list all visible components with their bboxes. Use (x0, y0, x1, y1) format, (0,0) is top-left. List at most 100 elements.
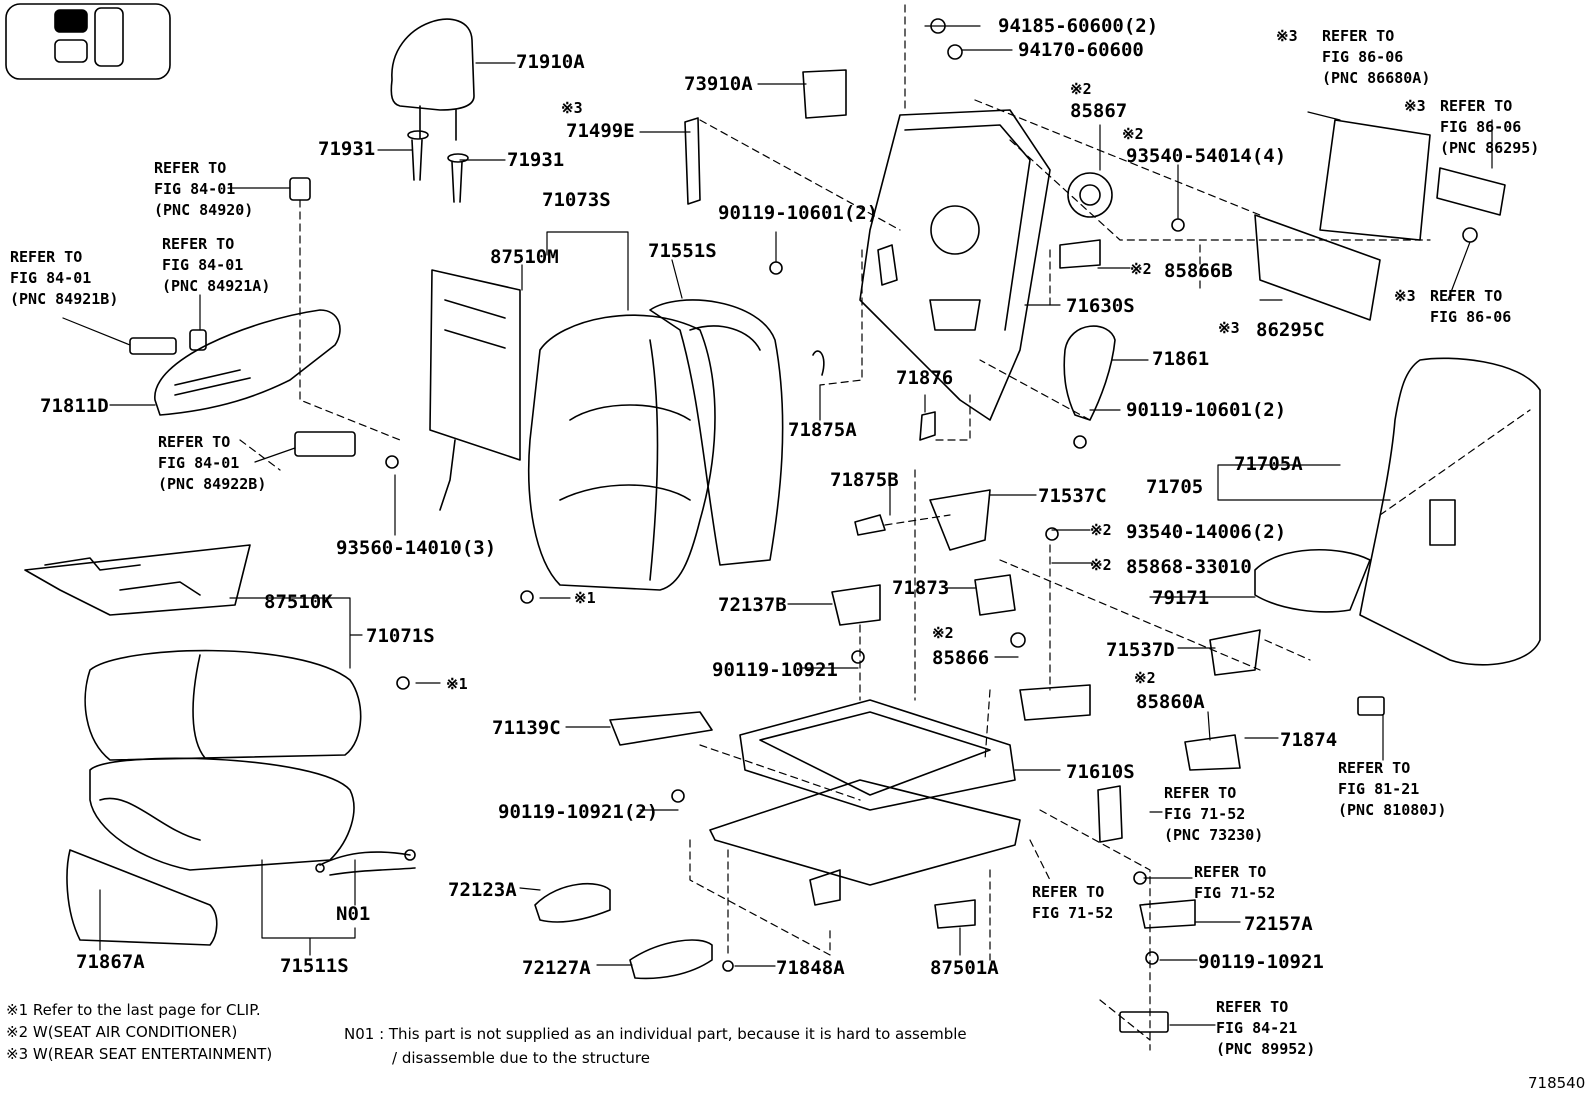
part-label-72123a: 72123A (448, 879, 517, 901)
part-label-71848a: 71848A (776, 957, 845, 979)
part-label-71537c: 71537C (1038, 485, 1107, 507)
leader-lines (62, 25, 1493, 1026)
bracket-71499E (684, 117, 701, 205)
part-label-85860a: 85860A (1136, 691, 1205, 713)
part-label-94185: 94185-60600(2) (998, 15, 1159, 37)
belt-buckle (1097, 785, 1123, 843)
figure-number: 718540 (1528, 1074, 1586, 1092)
note-n01-line1: N01 : This part is not supplied as an in… (344, 1025, 967, 1043)
refer-r-81080j-line1: REFER TO (1338, 759, 1411, 777)
seat-cushion-pad (89, 757, 355, 871)
note-mark-m1-b: ※1 (446, 675, 468, 693)
refer-r-73230-line2: FIG 71-52 (1164, 805, 1246, 823)
refer-r-7152b-line2: FIG 71-52 (1194, 884, 1276, 902)
part-label-90119_10601_2_a: 90119-10601(2) (718, 202, 879, 224)
refer-r-84921a-line1: REFER TO (162, 235, 235, 253)
note-mark-m3-refer-8606: ※3 (1394, 287, 1416, 305)
part-label-71499e: 71499E (566, 120, 635, 142)
refer-r-84920-line1: REFER TO (154, 159, 227, 177)
refer-r-8606-line1: REFER TO (1430, 287, 1503, 305)
seat-position-icon (5, 3, 171, 80)
bracket-72137B (831, 584, 881, 626)
part-label-94170: 94170-60600 (1018, 39, 1144, 61)
part-label-93540_54014: 93540-54014(4) (1126, 145, 1287, 167)
part-label-71073s: 71073S (542, 189, 611, 211)
connector-81080J (1357, 696, 1385, 716)
part-label-71139c: 71139C (492, 717, 561, 739)
motor-87501A (934, 899, 976, 929)
bracket-71537C (929, 489, 991, 551)
part-label-71874: 71874 (1280, 729, 1338, 751)
refer-r-84920-line2: FIG 84-01 (154, 180, 236, 198)
side-cover (129, 177, 399, 469)
note-mark-m2-85860a: ※2 (1134, 669, 1156, 687)
part-label-90119_10921_a: 90119-10921 (712, 659, 838, 681)
bracket-71873 (974, 574, 1016, 616)
note-n01-line2: / disassemble due to the structure (392, 1049, 650, 1067)
part-label-73910a: 73910A (684, 73, 753, 95)
part-label-72137b: 72137B (718, 594, 787, 616)
part-label-85868: 85868-33010 (1126, 556, 1252, 578)
refer-r-84921a-line3: (PNC 84921A) (162, 277, 271, 295)
buckle-72157A (1139, 899, 1196, 929)
pad-72127A (629, 939, 713, 980)
refer-r-84921b-line1: REFER TO (10, 248, 83, 266)
refer-r-89952-line1: REFER TO (1216, 998, 1289, 1016)
refer-r-81080j-line2: FIG 81-21 (1338, 780, 1420, 798)
unit-71874 (1184, 734, 1241, 771)
refer-r-84922b-line2: FIG 84-01 (158, 454, 240, 472)
part-label-93540_14006: 93540-14006(2) (1126, 521, 1287, 543)
refer-r-89952-line2: FIG 84-21 (1216, 1019, 1298, 1037)
seat-adjuster-frame (709, 699, 1021, 906)
part-label-n01: N01 (336, 903, 371, 925)
note-mark-m3-86295c: ※3 (1218, 319, 1240, 337)
refer-r-73230-line3: (PNC 73230) (1164, 826, 1264, 844)
refer-r-84920-line3: (PNC 84920) (154, 201, 254, 219)
part-label-71511s: 71511S (280, 955, 349, 977)
seatback-board (1359, 357, 1541, 666)
refer-r-86295-line2: FIG 86-06 (1440, 118, 1522, 136)
control-85860A (1019, 684, 1091, 721)
cushion-heater-mat (24, 544, 251, 616)
part-label-90119_10921_b: 90119-10921 (1198, 951, 1324, 973)
seat-back-cover (527, 314, 716, 591)
part-label-71875b: 71875B (830, 469, 899, 491)
part-label-71861: 71861 (1152, 348, 1210, 370)
note-mark-m3-71499e: ※3 (561, 99, 583, 117)
refer-r-89952-line3: (PNC 89952) (1216, 1040, 1316, 1058)
note-mark-m1-a: ※1 (574, 589, 596, 607)
part-label-86295c: 86295C (1256, 319, 1325, 341)
refer-r-84921b-line2: FIG 84-01 (10, 269, 92, 287)
part-label-71071s: 71071S (366, 625, 435, 647)
refer-r-84922b-line3: (PNC 84922B) (158, 475, 267, 493)
refer-r-73230-line1: REFER TO (1164, 784, 1237, 802)
part-label-85867: 85867 (1070, 100, 1128, 122)
refer-r-84922b-line1: REFER TO (158, 433, 231, 451)
part-label-71630s: 71630S (1066, 295, 1135, 317)
part-label-71931a: 71931 (318, 138, 376, 160)
note-mark-m2-85866: ※2 (932, 624, 954, 642)
refer-r-86295-line3: (PNC 86295) (1440, 139, 1540, 157)
part-label-85866b: 85866B (1164, 260, 1233, 282)
refer-r-86680a-line3: (PNC 86680A) (1322, 69, 1431, 87)
part-label-87510m: 87510M (490, 246, 559, 268)
part-label-71867a: 71867A (76, 951, 145, 973)
refer-r-86295-line1: REFER TO (1440, 97, 1513, 115)
note-mark-m2-85866b: ※2 (1130, 260, 1152, 278)
part-label-79171: 79171 (1152, 587, 1210, 609)
part-label-71875a: 71875A (788, 419, 857, 441)
part-label-71876: 71876 (896, 367, 954, 389)
note-clip: ※1 Refer to the last page for CLIP. (6, 1001, 261, 1019)
refer-r-86680a-line1: REFER TO (1322, 27, 1395, 45)
part-label-71610s: 71610S (1066, 761, 1135, 783)
part-label-87501a: 87501A (930, 957, 999, 979)
airbag-73910A (802, 69, 847, 119)
part-label-93560: 93560-14010(3) (336, 537, 497, 559)
part-label-71910a: 71910A (516, 51, 585, 73)
pad-72123A (534, 882, 611, 923)
bracket-71537D (1209, 629, 1261, 676)
front-trim (66, 849, 218, 946)
part-label-90119_10921_2: 90119-10921(2) (498, 801, 659, 823)
part-label-90119_10601_2_b: 90119-10601(2) (1126, 399, 1287, 421)
